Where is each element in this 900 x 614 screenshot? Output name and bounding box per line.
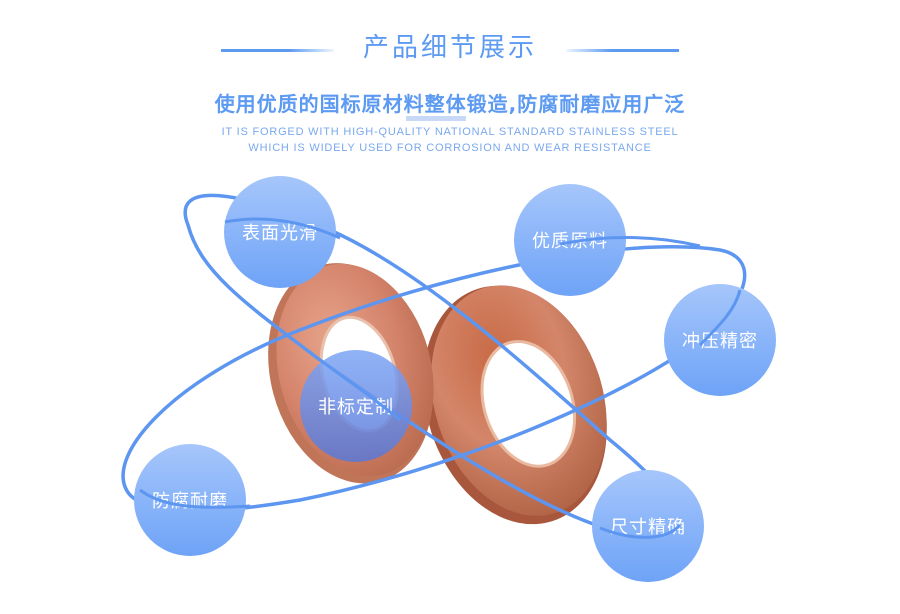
feature-bubble-custom-made: 非标定制 xyxy=(300,350,412,462)
feature-label: 防腐耐磨 xyxy=(152,491,228,512)
page-title: 产品细节展示 xyxy=(362,33,537,63)
subtitle-underline xyxy=(406,116,466,121)
feature-bubble-corrosion-wear-resistant: 防腐耐磨 xyxy=(134,444,246,556)
feature-label: 非标定制 xyxy=(318,397,394,418)
title-divider-left xyxy=(221,49,334,52)
feature-label: 优质原料 xyxy=(532,231,608,252)
feature-bubble-smooth-surface: 表面光滑 xyxy=(224,176,336,288)
feature-bubble-accurate-size: 尺寸精确 xyxy=(592,470,704,582)
feature-label: 表面光滑 xyxy=(242,223,318,244)
title-divider-right xyxy=(566,49,679,52)
orbit-line-2 xyxy=(121,245,747,513)
feature-bubble-precision-stamping: 冲压精密 xyxy=(664,284,776,396)
feature-bubble-quality-material: 优质原料 xyxy=(514,184,626,296)
washer-right xyxy=(423,285,607,525)
subtitle: 使用优质的国标原材料整体锻造,防腐耐磨应用广泛 xyxy=(214,92,686,116)
title-row: 产品细节展示 xyxy=(0,28,900,68)
english-description-line-1: IT IS FORGED WITH HIGH-QUALITY NATIONAL … xyxy=(221,126,679,138)
feature-label: 冲压精密 xyxy=(682,331,758,352)
feature-label: 尺寸精确 xyxy=(610,517,686,538)
english-description-line-2: WHICH IS WIDELY USED FOR CORROSION AND W… xyxy=(248,142,652,154)
